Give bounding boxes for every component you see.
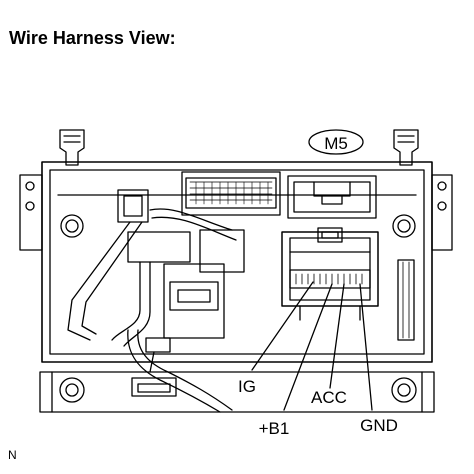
top-right-connector	[287, 175, 377, 219]
page-title: Wire Harness View:	[9, 28, 176, 48]
unit-housing	[39, 161, 435, 413]
terminal-label-ig: IG	[238, 377, 256, 396]
figure-code: N	[8, 448, 17, 462]
left-harness	[67, 189, 245, 413]
terminal-leader-lines	[251, 281, 373, 411]
right-mounting-bracket	[391, 129, 453, 403]
connector-id-label: M5	[324, 134, 348, 153]
leader-line-acc	[329, 283, 345, 389]
connector-m5-callout	[308, 129, 364, 155]
leader-line-b1	[283, 283, 333, 411]
terminal-label-acc: ACC	[311, 388, 347, 407]
leader-line-ig	[251, 281, 314, 371]
top-ribbon-connector	[181, 171, 281, 216]
leader-line-gnd	[359, 283, 373, 411]
main-connector-body	[281, 227, 379, 321]
terminal-label-gnd: GND	[360, 416, 398, 435]
terminal-label-b1: +B1	[259, 419, 290, 438]
left-mounting-bracket	[19, 129, 85, 403]
